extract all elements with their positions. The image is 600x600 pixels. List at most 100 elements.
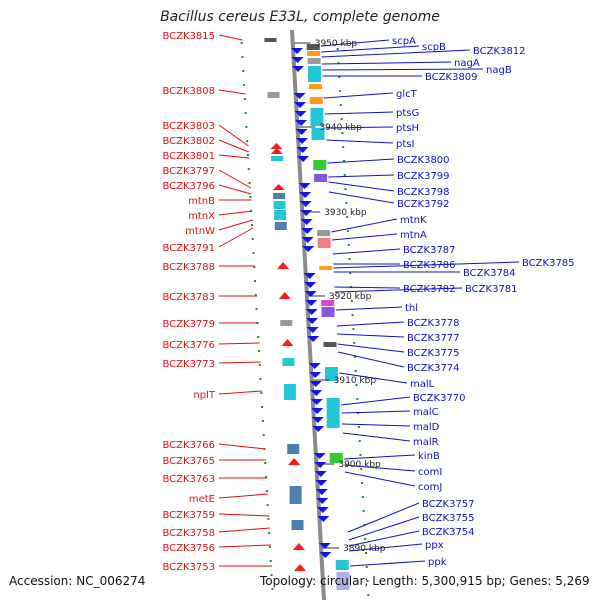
gene-connector xyxy=(337,333,405,338)
gene-connector xyxy=(347,502,420,533)
gene-label: BCZK3758 xyxy=(162,528,215,539)
gene-label: BCZK3812 xyxy=(473,46,526,57)
reverse-gene-chevron xyxy=(299,192,312,198)
gene-connector xyxy=(218,34,243,41)
gene-box xyxy=(314,174,328,182)
gene-label: BCZK3766 xyxy=(162,440,215,451)
tick-mark xyxy=(242,70,245,72)
tick-mark xyxy=(265,476,268,478)
gene-connector xyxy=(218,493,269,499)
gene-box xyxy=(311,128,325,140)
tick-mark xyxy=(355,384,358,386)
gene-arrow xyxy=(281,339,294,346)
gene-connector xyxy=(336,321,405,327)
reverse-gene-chevron xyxy=(301,237,314,243)
gene-connector xyxy=(337,343,405,353)
gene-connector xyxy=(342,432,411,442)
gene-label: BCZK3753 xyxy=(162,562,215,573)
gene-connector xyxy=(333,261,520,269)
gene-label: kinB xyxy=(418,451,440,462)
tick-mark xyxy=(246,140,249,142)
tick-mark xyxy=(362,510,365,512)
gene-connector xyxy=(218,210,253,216)
accession-text: Accession: NC_006274 xyxy=(9,574,146,588)
gene-label: nagA xyxy=(454,58,480,69)
gene-label: mtnK xyxy=(400,215,427,226)
gene-box xyxy=(289,486,302,504)
gene-label: malL xyxy=(410,379,435,390)
gene-label: BCZK3754 xyxy=(422,527,475,538)
reverse-gene-chevron xyxy=(315,480,328,486)
gene-label: BCZK3791 xyxy=(162,243,215,254)
reverse-gene-chevron xyxy=(317,516,330,522)
gene-connector xyxy=(325,126,394,129)
reverse-gene-chevron xyxy=(318,543,331,549)
gene-arrow xyxy=(278,292,291,299)
tick-mark xyxy=(361,482,364,484)
gene-label: BCZK3756 xyxy=(162,543,215,554)
reverse-gene-chevron xyxy=(293,93,306,99)
gene-connector xyxy=(344,471,416,487)
gene-connector xyxy=(321,49,471,58)
gene-box xyxy=(329,453,343,463)
reverse-gene-chevron xyxy=(292,66,305,72)
gene-label: BCZK3755 xyxy=(422,513,475,524)
gene-label: BCZK3808 xyxy=(162,86,215,97)
tick-mark xyxy=(339,90,342,92)
gene-connector xyxy=(337,351,405,368)
gene-label: malD xyxy=(413,422,440,433)
gene-box xyxy=(306,44,320,50)
gene-box xyxy=(321,307,335,317)
gene-label: thl xyxy=(405,303,418,314)
tick-mark xyxy=(339,104,342,106)
tick-mark xyxy=(360,468,363,470)
reverse-gene-chevron xyxy=(311,408,324,414)
reverse-gene-chevron xyxy=(296,147,309,153)
tick-mark xyxy=(259,378,262,380)
gene-label: BCZK3796 xyxy=(162,181,215,192)
gene-label: malC xyxy=(413,407,439,418)
gene-box xyxy=(309,84,323,89)
gene-connector xyxy=(326,139,394,144)
gene-label: ppx xyxy=(425,540,444,551)
gene-box xyxy=(309,97,323,104)
gene-connector xyxy=(335,306,403,311)
gene-box xyxy=(307,58,321,64)
tick-mark xyxy=(352,328,355,330)
gene-label: BCZK3788 xyxy=(162,262,215,273)
reverse-gene-chevron xyxy=(297,156,310,162)
gene-label: BCZK3787 xyxy=(403,245,456,256)
gene-label: ptsG xyxy=(396,108,419,119)
gene-connector xyxy=(348,530,420,547)
gene-label: ppk xyxy=(428,557,447,568)
gene-connector xyxy=(218,89,246,95)
scale-label: 3890 kbp xyxy=(343,544,386,554)
gene-connector xyxy=(349,543,423,552)
gene-connector xyxy=(329,191,395,204)
gene-label: comJ xyxy=(418,482,442,493)
gene-connector xyxy=(344,464,416,472)
reverse-gene-chevron xyxy=(302,246,315,252)
gene-box xyxy=(271,156,284,161)
gene-connector xyxy=(341,410,411,414)
gene-box xyxy=(319,266,333,270)
gene-connector xyxy=(350,560,426,567)
gene-label: mtnW xyxy=(185,226,215,237)
tick-mark xyxy=(361,496,364,498)
tick-mark xyxy=(241,56,244,58)
gene-label: BCZK3785 xyxy=(522,258,575,269)
gene-connector xyxy=(327,158,395,164)
gene-arrow xyxy=(270,148,283,154)
tick-mark xyxy=(243,84,246,86)
gene-box xyxy=(264,38,277,42)
gene-connector xyxy=(324,111,394,115)
tick-mark xyxy=(268,546,271,548)
reverse-gene-chevron xyxy=(296,138,309,144)
gene-label: BCZK3797 xyxy=(162,166,215,177)
gene-connector xyxy=(321,45,420,53)
reverse-gene-chevron xyxy=(310,390,323,396)
gene-connector xyxy=(328,174,395,178)
tick-mark xyxy=(356,398,359,400)
tick-mark xyxy=(342,160,345,162)
